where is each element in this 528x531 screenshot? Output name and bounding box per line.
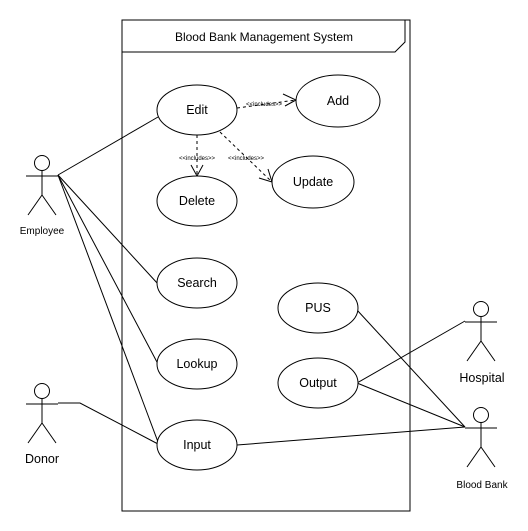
actor-blood-bank-label: Blood Bank bbox=[456, 480, 508, 491]
actor-employee[interactable]: Employee bbox=[20, 155, 65, 238]
employee-input-association bbox=[57, 174, 159, 443]
edit-delete-include-label: <<includes>> bbox=[179, 156, 216, 162]
use-case-input[interactable]: Input bbox=[156, 419, 238, 471]
actor-employee-head bbox=[34, 155, 50, 171]
use-case-add-label: Add bbox=[327, 94, 349, 108]
use-case-output-label: Output bbox=[299, 376, 337, 390]
employee-edit-association bbox=[57, 116, 159, 176]
use-case-lookup[interactable]: Lookup bbox=[156, 338, 238, 390]
actor-donor[interactable]: Donor bbox=[25, 383, 59, 467]
employee-search-association bbox=[57, 174, 159, 285]
use-case-output[interactable]: Output bbox=[277, 357, 359, 409]
use-case-lookup-label: Lookup bbox=[176, 357, 217, 371]
edit-add-include bbox=[236, 99, 297, 109]
actor-employee-label: Employee bbox=[20, 226, 65, 237]
use-case-update[interactable]: Update bbox=[271, 155, 355, 209]
donor-input-association bbox=[58, 402, 159, 445]
use-case-pus-label: PUS bbox=[305, 301, 331, 315]
use-case-add[interactable]: Add bbox=[295, 74, 381, 128]
output-bloodbank-association bbox=[356, 382, 466, 428]
system-title: Blood Bank Management System bbox=[175, 30, 353, 44]
input-bloodbank-association bbox=[236, 426, 466, 446]
use-case-delete[interactable]: Delete bbox=[156, 175, 238, 227]
actor-hospital-label: Hospital bbox=[459, 371, 504, 385]
use-case-search[interactable]: Search bbox=[156, 257, 238, 309]
include-relations: <<includes>> <<includes>> <<includes>> bbox=[179, 93, 298, 183]
edit-update-include bbox=[219, 131, 273, 183]
employee-lookup-association bbox=[57, 174, 159, 365]
use-case-delete-label: Delete bbox=[179, 194, 215, 208]
actor-donor-head bbox=[34, 383, 50, 399]
actor-blood-bank-head bbox=[473, 407, 489, 423]
system-boundary: Blood Bank Management System bbox=[121, 19, 411, 512]
use-case-pus[interactable]: PUS bbox=[277, 282, 359, 334]
actor-donor-label: Donor bbox=[25, 452, 59, 466]
actor-hospital-head bbox=[473, 301, 489, 317]
output-hospital-association bbox=[356, 320, 466, 384]
use-case-update-label: Update bbox=[293, 175, 333, 189]
edit-update-include-label: <<includes>> bbox=[228, 156, 265, 162]
use-case-edit-label: Edit bbox=[186, 103, 208, 117]
associations bbox=[57, 116, 466, 446]
edit-add-arrowhead bbox=[282, 93, 298, 107]
edit-add-include-label: <<includes>> bbox=[246, 102, 283, 108]
pus-bloodbank-association bbox=[356, 309, 466, 428]
use-case-edit[interactable]: Edit bbox=[156, 84, 238, 136]
use-case-input-label: Input bbox=[183, 438, 211, 452]
actor-hospital[interactable]: Hospital bbox=[459, 301, 505, 386]
actor-blood-bank[interactable]: Blood Bank bbox=[456, 407, 509, 492]
use-case-search-label: Search bbox=[177, 276, 217, 290]
